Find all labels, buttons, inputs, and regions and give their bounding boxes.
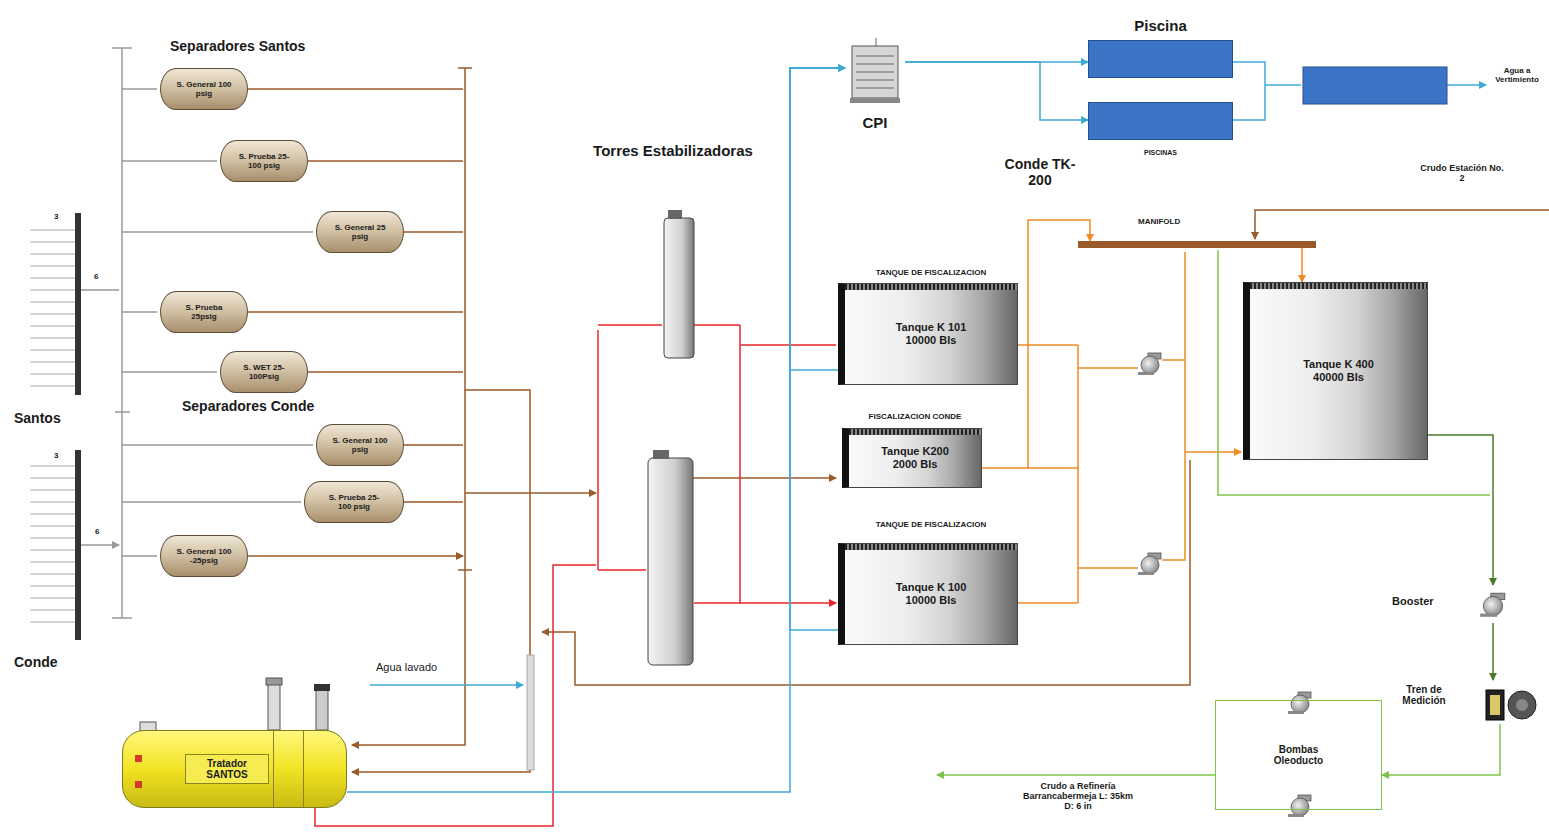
process-label: 6 bbox=[94, 272, 98, 281]
node-text: Tratador SANTOS bbox=[185, 754, 269, 784]
node-text: Piscina bbox=[1089, 17, 1232, 34]
storage-tank: Tanque K 101 10000 BlsTANQUE DE FISCALIZ… bbox=[838, 283, 1018, 385]
separator-vessel: S. Prueba 25-100 psig bbox=[304, 481, 404, 523]
node-body: S. Prueba 25-100 psig bbox=[305, 482, 403, 522]
node-text: S. Prueba 25-100 psig bbox=[324, 493, 384, 511]
separator-vessel: S. General 100 psig bbox=[316, 424, 404, 466]
process-label: Agua a Vertimiento bbox=[1488, 66, 1546, 84]
separator-vessel: S. WET 25-100Psig bbox=[220, 351, 308, 393]
process-label: Conde TK- 200 bbox=[992, 156, 1088, 188]
node-body: Tanque K 400 40000 Bls bbox=[1250, 283, 1427, 459]
pump-station: Bombas Oleoducto bbox=[1215, 700, 1382, 810]
node-body: Tanque K 101 10000 Bls bbox=[845, 284, 1017, 384]
node-body: S. Prueba 25-100 psig bbox=[221, 141, 307, 181]
separator-vessel: S. Prueba 25psig bbox=[160, 291, 248, 333]
process-label: Torres Estabilizadoras bbox=[588, 142, 758, 159]
node-body bbox=[1089, 103, 1232, 139]
process-label: Santos bbox=[14, 410, 61, 426]
cpi-unit: CPI bbox=[845, 36, 905, 136]
process-label: Separadores Santos bbox=[170, 38, 305, 54]
process-label: Conde bbox=[14, 654, 58, 670]
manifold-bar: MANIFOLD bbox=[1078, 241, 1316, 248]
node-text: S. WET 25-100Psig bbox=[234, 363, 294, 381]
node-body: Tanque K200 2000 Bls bbox=[849, 429, 981, 487]
flow-line bbox=[1301, 248, 1303, 282]
separator-vessel: S. General 100 psig bbox=[160, 68, 248, 110]
process-label: 3 bbox=[54, 212, 58, 221]
node-text: Tanque K200 2000 Bls bbox=[873, 445, 957, 470]
node-text: S. General 100 psig bbox=[174, 80, 234, 98]
tank-roof bbox=[1250, 283, 1427, 289]
storage-tank: Tanque K 100 10000 BlsTANQUE DE FISCALIZ… bbox=[838, 543, 1018, 645]
process-label: Separadores Conde bbox=[182, 398, 314, 414]
node-body: Tratador SANTOS bbox=[123, 731, 346, 807]
node-text: S. General 100 psig bbox=[330, 436, 390, 454]
node-text: Booster bbox=[1392, 595, 1434, 607]
storage-tank: Tanque K200 2000 BlsFISCALIZACION CONDE bbox=[842, 428, 982, 488]
pool-box: Piscina bbox=[1088, 40, 1233, 78]
process-label: Agua lavado bbox=[376, 661, 437, 673]
node-body: Bombas Oleoducto bbox=[1216, 701, 1381, 809]
flow-line bbox=[790, 68, 845, 630]
node-text: Tren de Medición bbox=[1388, 684, 1460, 706]
node-body bbox=[1078, 241, 1316, 248]
tank-roof bbox=[845, 284, 1017, 290]
node-body: S. General 100 -25psig bbox=[161, 536, 247, 576]
process-label: 3 bbox=[54, 451, 58, 460]
treater-vessel: Tratador SANTOS bbox=[122, 730, 347, 808]
node-text: Tanque K 400 40000 Bls bbox=[1297, 358, 1381, 383]
node-text: S. Prueba 25psig bbox=[174, 303, 234, 321]
node-text: TANQUE DE FISCALIZACION bbox=[845, 268, 1017, 277]
tank-roof bbox=[845, 544, 1017, 550]
metering-train: Tren de Medición bbox=[1388, 680, 1545, 724]
separator-vessel: S. General 100 -25psig bbox=[160, 535, 248, 577]
vessel-divider bbox=[273, 731, 274, 807]
node-text: PISCINAS bbox=[1089, 149, 1232, 156]
node-text: FISCALIZACION CONDE bbox=[829, 412, 1001, 421]
flow-line bbox=[347, 68, 845, 792]
vessel-nozzle bbox=[135, 781, 142, 788]
node-text: CPI bbox=[845, 114, 905, 131]
flow-line bbox=[1382, 724, 1500, 775]
booster-pump: Booster bbox=[1392, 585, 1514, 623]
node-text: MANIFOLD bbox=[1138, 217, 1180, 226]
tank-roof bbox=[849, 429, 981, 435]
node-body: S. General 25 psig bbox=[317, 212, 403, 252]
storage-tank: Tanque K 400 40000 Bls bbox=[1243, 282, 1428, 460]
node-body: Tanque K 100 10000 Bls bbox=[845, 544, 1017, 644]
process-label: Crudo a Refinería Barrancabermeja L: 35k… bbox=[1022, 781, 1134, 811]
separator-vessel: S. Prueba 25-100 psig bbox=[220, 140, 308, 182]
process-label: 6 bbox=[95, 527, 99, 536]
node-body: S. Prueba 25psig bbox=[161, 292, 247, 332]
vessel-nozzle bbox=[135, 755, 142, 762]
node-text: S. Prueba 25-100 psig bbox=[234, 152, 294, 170]
flow-line bbox=[905, 62, 1088, 120]
node-text: Tanque K 100 10000 Bls bbox=[889, 581, 973, 606]
node-text: S. General 25 psig bbox=[330, 223, 390, 241]
node-body bbox=[1089, 41, 1232, 77]
flow-line bbox=[1428, 435, 1493, 585]
node-text: Bombas Oleoducto bbox=[1263, 744, 1335, 766]
flow-line bbox=[790, 68, 845, 370]
node-text: S. General 100 -25psig bbox=[174, 547, 234, 565]
node-body: S. WET 25-100Psig bbox=[221, 352, 307, 392]
vessel-divider bbox=[303, 731, 304, 807]
node-body: S. General 100 psig bbox=[161, 69, 247, 109]
node-text: Tanque K 101 10000 Bls bbox=[889, 321, 973, 346]
node-text: TANQUE DE FISCALIZACION bbox=[845, 520, 1017, 529]
node-body: S. General 100 psig bbox=[317, 425, 403, 465]
flow-line bbox=[1492, 623, 1494, 680]
process-label: Crudo Estación No. 2 bbox=[1418, 163, 1506, 183]
separator-vessel: S. General 25 psig bbox=[316, 211, 404, 253]
pool-box: PISCINAS bbox=[1088, 102, 1233, 140]
